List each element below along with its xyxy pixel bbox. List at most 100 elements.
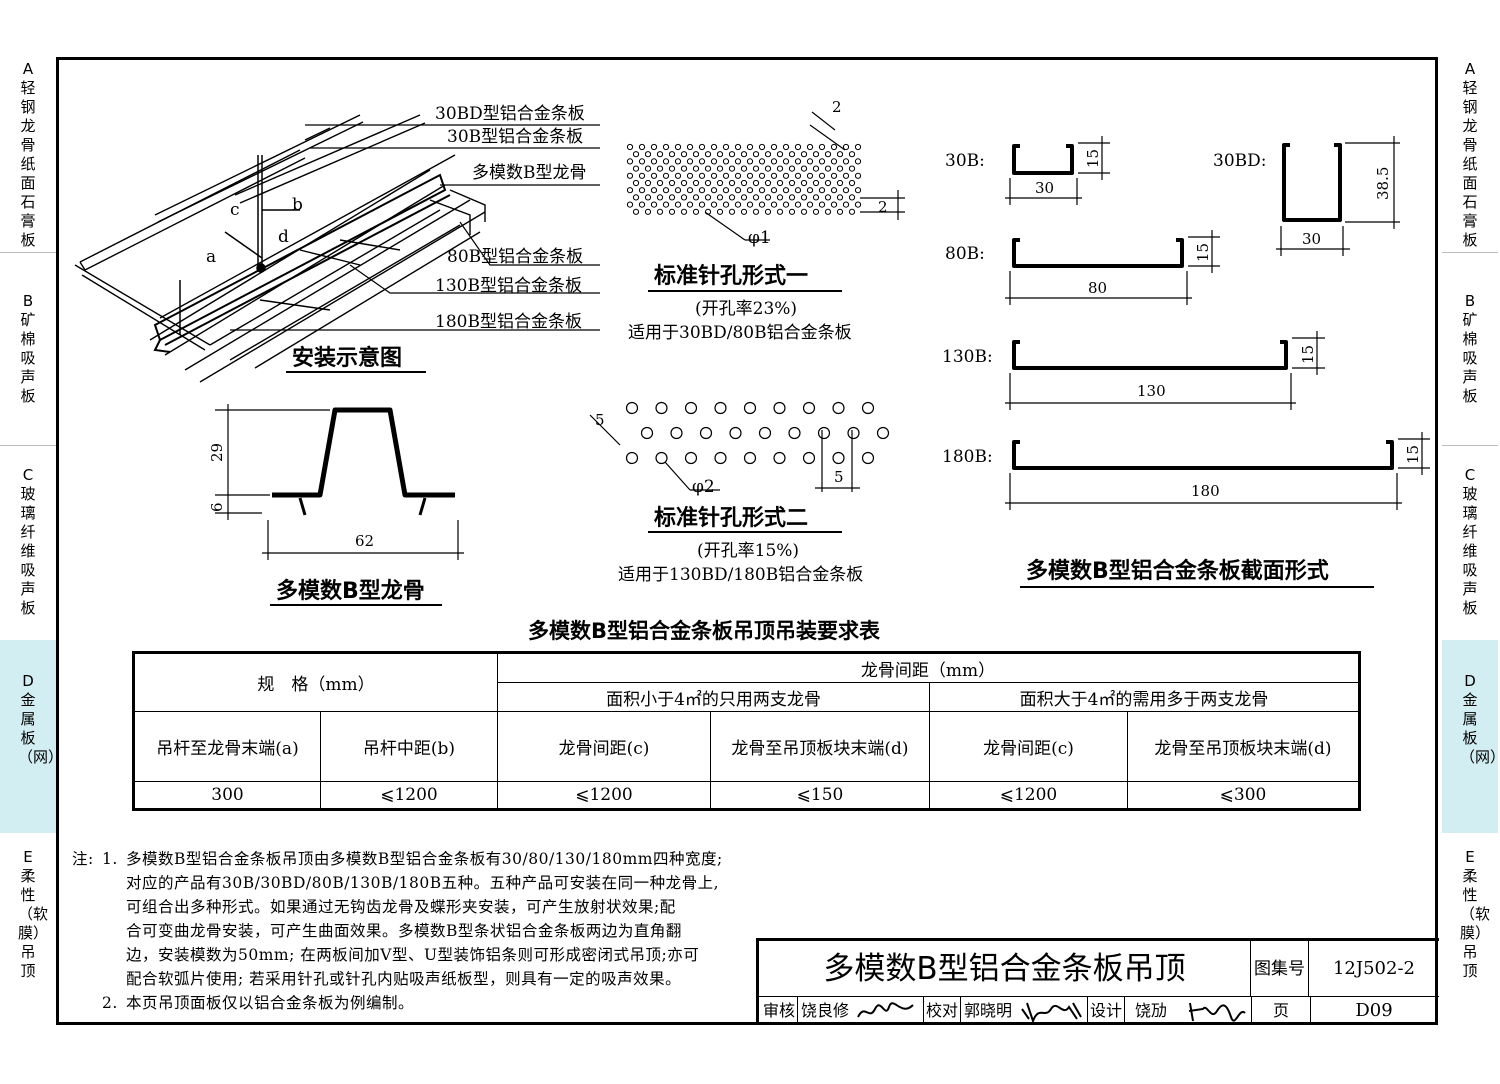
perf-hole (836, 179, 844, 187)
perf-hole (638, 172, 646, 179)
perf-hole (714, 401, 727, 415)
drawing-title: 多模数B型铝合金条板吊顶 (759, 941, 1251, 997)
perf-hole (818, 158, 826, 165)
perf-hole (684, 451, 698, 465)
perf-hole (752, 151, 760, 158)
perf-hole (830, 201, 838, 208)
perf-hole (740, 194, 748, 201)
perf-hole (728, 194, 736, 201)
perf-hole (854, 143, 862, 151)
tab-label: 矿棉吸声板 (1462, 311, 1478, 405)
perf-hole (773, 401, 786, 415)
perf-hole (698, 158, 706, 165)
perf-hole (734, 172, 742, 179)
perf-hole (830, 187, 838, 194)
install-caption: 安装示意图 (292, 345, 402, 371)
perf-hole (836, 194, 844, 201)
requirements-table: 规 格（mm） 龙骨间距（mm） 面积小于4㎡的只用两支龙骨 面积大于4㎡的需用… (132, 651, 1361, 811)
perf-hole (848, 194, 856, 201)
perf-hole (842, 187, 850, 194)
perf1-rate: (开孔率23%) (695, 299, 797, 319)
perf-hole (740, 165, 748, 172)
perf-hole (722, 143, 730, 151)
perf-hole (788, 426, 801, 440)
perf-hole (818, 143, 826, 151)
perf-hole (704, 194, 712, 201)
perf-hole (764, 179, 772, 187)
section-width: 30 (1302, 230, 1321, 248)
perf-hole (847, 426, 860, 440)
column-header: 龙骨至吊顶板块末端(d) (1127, 711, 1360, 782)
note-line: 配合软弧片使用; 若采用针孔或针孔内贴吸声纸板型，则具有一定的吸声效果。 (126, 970, 682, 988)
keel-dim-h: 29 (208, 443, 226, 462)
perf-hole (632, 194, 640, 201)
perf-hole (728, 151, 736, 158)
perf-hole (632, 179, 640, 187)
perf-hole (770, 172, 778, 179)
perf-hole (656, 179, 664, 187)
perf-hole (686, 143, 694, 151)
perf-hole (662, 201, 670, 208)
perf-hole (692, 208, 700, 215)
section-name: 180B: (942, 447, 993, 467)
perf-hole (662, 187, 670, 194)
perf-hole (656, 194, 664, 201)
page-number: D09 (1355, 1000, 1393, 1021)
perf-hole (680, 165, 688, 172)
perf-hole (758, 172, 766, 179)
perf2-dia: φ2 (692, 477, 715, 497)
perf-hole (743, 451, 757, 465)
check-label: 校对 (923, 997, 961, 1025)
perf-hole (674, 187, 682, 194)
perf-hole (698, 201, 706, 208)
perf-hole (788, 194, 796, 201)
tab-letter: D (22, 672, 34, 690)
notes: 注: 1. 多模数B型铝合金条板吊顶由多模数B型铝合金条板有30/80/130/… (72, 847, 752, 1015)
perf-hole (710, 158, 718, 165)
perf-hole (692, 194, 700, 201)
section-name: 80B: (945, 244, 985, 264)
perf-hole (794, 201, 802, 208)
perf-hole (758, 143, 766, 151)
perf-hole (848, 165, 856, 172)
perf-hole (692, 165, 700, 172)
perf-hole (729, 426, 742, 440)
note-line: 合可变曲龙骨安装，可产生曲面效果。多模数B型条状铝合金条板两边为直角翻 (126, 922, 682, 940)
perf-hole (656, 208, 664, 215)
perf-hole (812, 208, 820, 215)
perf1-dims (704, 111, 905, 241)
tab-letter: B (22, 292, 34, 310)
table-title: 多模数B型铝合金条板吊顶吊装要求表 (528, 619, 881, 643)
perf-hole (716, 179, 724, 187)
perf-hole (740, 208, 748, 215)
perf-hole (764, 208, 772, 215)
perf-hole (854, 172, 862, 179)
perf-hole (770, 143, 778, 151)
perf-hole (699, 426, 713, 440)
section-name: 130B: (942, 347, 993, 367)
keel-caption: 多模数B型龙骨 (276, 578, 425, 604)
perf-hole (806, 158, 814, 165)
perf-hole (650, 172, 658, 179)
perf-hole (752, 194, 760, 201)
perf1-dim1: 2 (832, 98, 842, 116)
perf-hole (758, 201, 766, 208)
perf-hole (734, 201, 742, 208)
keel-beam (153, 173, 451, 353)
perf-hole (817, 426, 831, 440)
perf-hole (800, 208, 808, 215)
section-height: 15 (1299, 345, 1317, 364)
drawing-frame (56, 57, 1438, 1025)
perf1-dia: φ1 (748, 228, 771, 248)
